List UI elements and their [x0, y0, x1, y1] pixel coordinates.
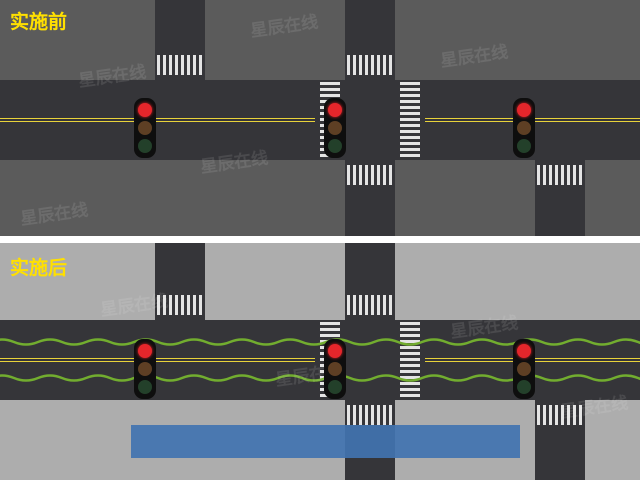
watermark: 星辰在线	[249, 12, 320, 42]
after-panel: 星辰在线 星辰在线 星辰在线 星辰在线 实施后	[0, 243, 640, 480]
crosswalk-right-road	[537, 405, 583, 425]
center-line-west	[0, 358, 315, 362]
green-belt-north	[0, 338, 640, 346]
vertical-road-center	[345, 0, 395, 236]
crosswalk-right-road	[537, 165, 583, 185]
traffic-light	[324, 339, 346, 399]
before-panel: 星辰在线 星辰在线 星辰在线 星辰在线 星辰在线 实施前	[0, 0, 640, 236]
amber-lamp	[138, 362, 152, 376]
amber-lamp	[517, 362, 531, 376]
after-label: 实施后	[10, 257, 68, 279]
green-lamp	[328, 380, 342, 394]
red-lamp	[517, 344, 531, 358]
green-lamp	[138, 139, 152, 153]
panel-divider	[0, 236, 640, 243]
before-label: 实施前	[10, 11, 68, 33]
traffic-light	[513, 339, 535, 399]
traffic-light	[134, 98, 156, 158]
red-lamp	[138, 103, 152, 117]
crosswalk-left-road	[157, 55, 203, 75]
amber-lamp	[138, 121, 152, 135]
green-lamp	[138, 380, 152, 394]
traffic-light	[324, 98, 346, 158]
watermark: 星辰在线	[439, 42, 510, 72]
crosswalk-east	[400, 82, 420, 158]
red-lamp	[138, 344, 152, 358]
amber-lamp	[517, 121, 531, 135]
crosswalk-center-bottom	[347, 165, 393, 185]
green-lamp	[328, 139, 342, 153]
green-lamp	[517, 380, 531, 394]
amber-lamp	[328, 121, 342, 135]
green-lamp	[517, 139, 531, 153]
crosswalk-center-bottom	[347, 405, 393, 425]
red-lamp	[517, 103, 531, 117]
crosswalk-center-top	[347, 55, 393, 75]
traffic-light	[513, 98, 535, 158]
crosswalk-center-top	[347, 295, 393, 315]
amber-lamp	[328, 362, 342, 376]
watermark: 星辰在线	[19, 200, 90, 230]
highlight-zone	[131, 425, 520, 458]
red-lamp	[328, 344, 342, 358]
red-lamp	[328, 103, 342, 117]
crosswalk-left-road	[157, 295, 203, 315]
traffic-light	[134, 339, 156, 399]
center-line-west	[0, 118, 315, 122]
